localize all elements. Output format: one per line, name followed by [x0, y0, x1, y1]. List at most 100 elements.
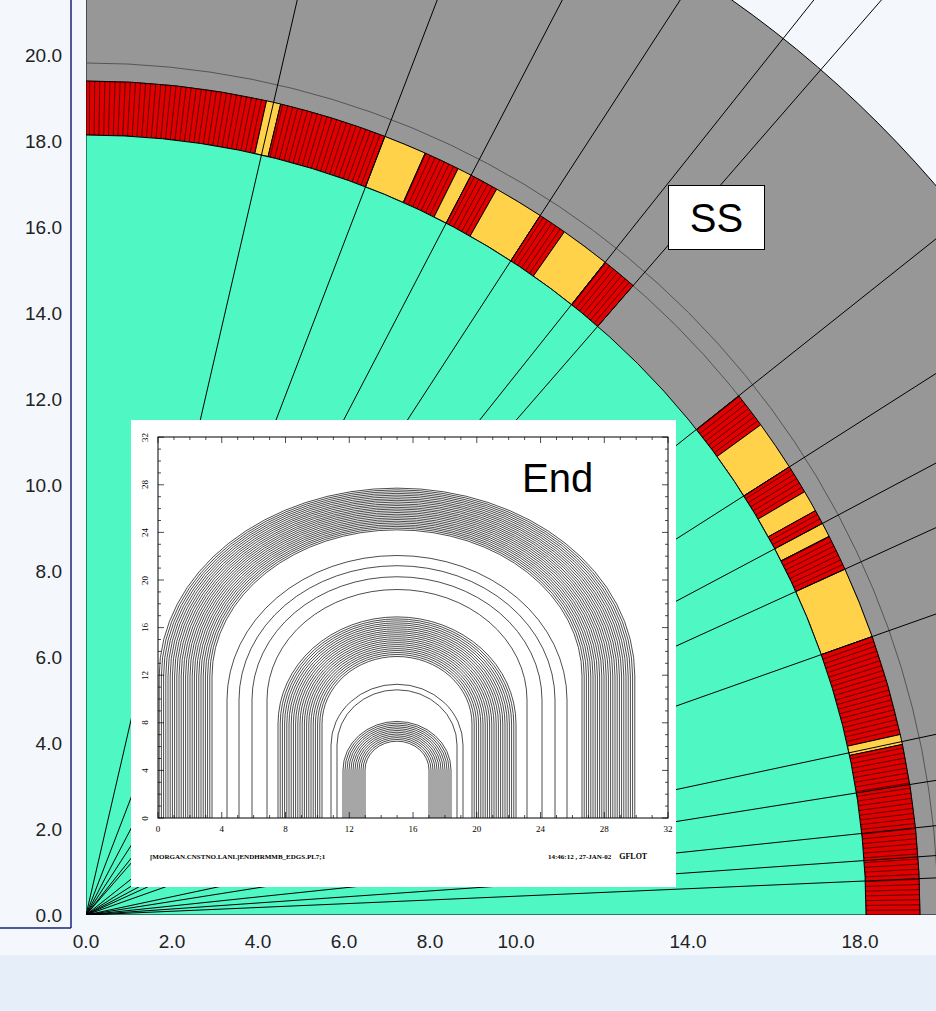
yoke-ring: [86, 63, 936, 915]
cable-turn: [151, 84, 156, 138]
tick: [492, 815, 493, 818]
radial-line: [86, 217, 936, 915]
tick: [444, 437, 445, 440]
cable-turn: [866, 909, 920, 910]
tick: [158, 437, 164, 438]
tick: [221, 812, 222, 818]
tick: [365, 815, 366, 818]
tick: [604, 437, 605, 443]
tick: [524, 815, 525, 818]
steel-yoke: [86, 0, 936, 915]
tick: [158, 675, 164, 676]
cable-turn: [118, 82, 120, 136]
inset-axes: [158, 437, 668, 818]
axis-tick-label: 12.0: [25, 390, 62, 409]
cable-turn: [217, 93, 226, 146]
tick: [158, 782, 161, 783]
end-turn: [355, 732, 439, 818]
cable-turn: [853, 763, 906, 773]
cable-turn: [826, 651, 877, 668]
end-turn: [267, 590, 527, 819]
tick: [665, 568, 668, 569]
tick: [397, 437, 398, 440]
axis-tick-label: 10.0: [498, 932, 535, 951]
tick: [665, 758, 668, 759]
tick: [365, 437, 366, 440]
axis-tick-label: 10.0: [25, 476, 62, 495]
cable-turn: [514, 218, 544, 263]
tick: [476, 437, 477, 443]
tick: [636, 437, 637, 440]
cable-turn: [199, 90, 207, 143]
end-turn: [307, 643, 488, 818]
tick: [662, 580, 668, 581]
tick: [476, 812, 477, 818]
inset-tick-label: 24: [536, 825, 545, 834]
tick: [269, 815, 270, 818]
end-turn: [357, 734, 437, 818]
end-turn: [361, 738, 433, 818]
axis-tick-label: 20.0: [25, 46, 62, 65]
end-turn: [278, 617, 516, 818]
tick: [668, 812, 669, 818]
tick: [665, 496, 668, 497]
tick: [665, 520, 668, 521]
cable-turn: [830, 666, 882, 682]
end-turn: [353, 730, 441, 818]
cable-turn: [832, 670, 884, 686]
tick: [662, 532, 668, 533]
end-turn: [239, 566, 555, 818]
tick: [662, 818, 668, 819]
end-turn: [170, 497, 624, 818]
cable-turn: [857, 788, 910, 796]
plot-footer: GFLOT: [619, 853, 647, 861]
tick: [604, 812, 605, 818]
cable-turn: [404, 153, 426, 202]
end-turn: [252, 577, 542, 818]
end-turn: [296, 633, 499, 818]
tick: [665, 782, 668, 783]
tick: [662, 437, 668, 438]
end-turn: [365, 741, 429, 818]
tick: [620, 815, 621, 818]
tick: [524, 437, 525, 440]
cable-turn: [321, 120, 337, 172]
tick: [158, 556, 161, 557]
tick: [158, 603, 161, 604]
end-turn: [227, 556, 567, 819]
tick: [665, 794, 668, 795]
cable-turn: [858, 798, 911, 806]
end-turn: [298, 635, 496, 818]
cable-turn: [279, 107, 292, 159]
tick: [665, 472, 668, 473]
axis-tick-label: 8.0: [36, 562, 62, 581]
cable-turn: [852, 758, 905, 768]
inset-tick-label: 32: [664, 825, 673, 834]
cable-turn: [408, 155, 430, 204]
axis-tick-label: 18.0: [25, 132, 62, 151]
axis-tick-label: 14.0: [670, 932, 707, 951]
tick: [665, 699, 668, 700]
inset-tick-label: 8: [141, 721, 150, 726]
tick: [665, 687, 668, 688]
cable-turn: [325, 121, 342, 172]
inset-tick-label: 4: [141, 768, 150, 773]
tick: [662, 627, 668, 628]
inset-tick-label: 20: [472, 825, 481, 834]
tick: [317, 437, 318, 440]
tick: [620, 437, 621, 440]
cable-turn: [413, 158, 436, 207]
tick: [158, 758, 161, 759]
end-turn: [302, 639, 492, 818]
end-turn: [201, 521, 593, 818]
axis-tick-label: 16.0: [25, 218, 62, 237]
cable-turn: [823, 641, 874, 659]
end-turn: [183, 507, 610, 818]
ground-strip: [0, 955, 936, 1011]
tick: [413, 812, 414, 818]
tick: [205, 815, 206, 818]
tick: [588, 815, 589, 818]
tick: [158, 818, 164, 819]
cable-turn: [128, 82, 131, 136]
plot-footer: [MORGAN.CNSTNO.LANL]ENDHRMMB_EDGS.PL7;1: [150, 854, 325, 861]
